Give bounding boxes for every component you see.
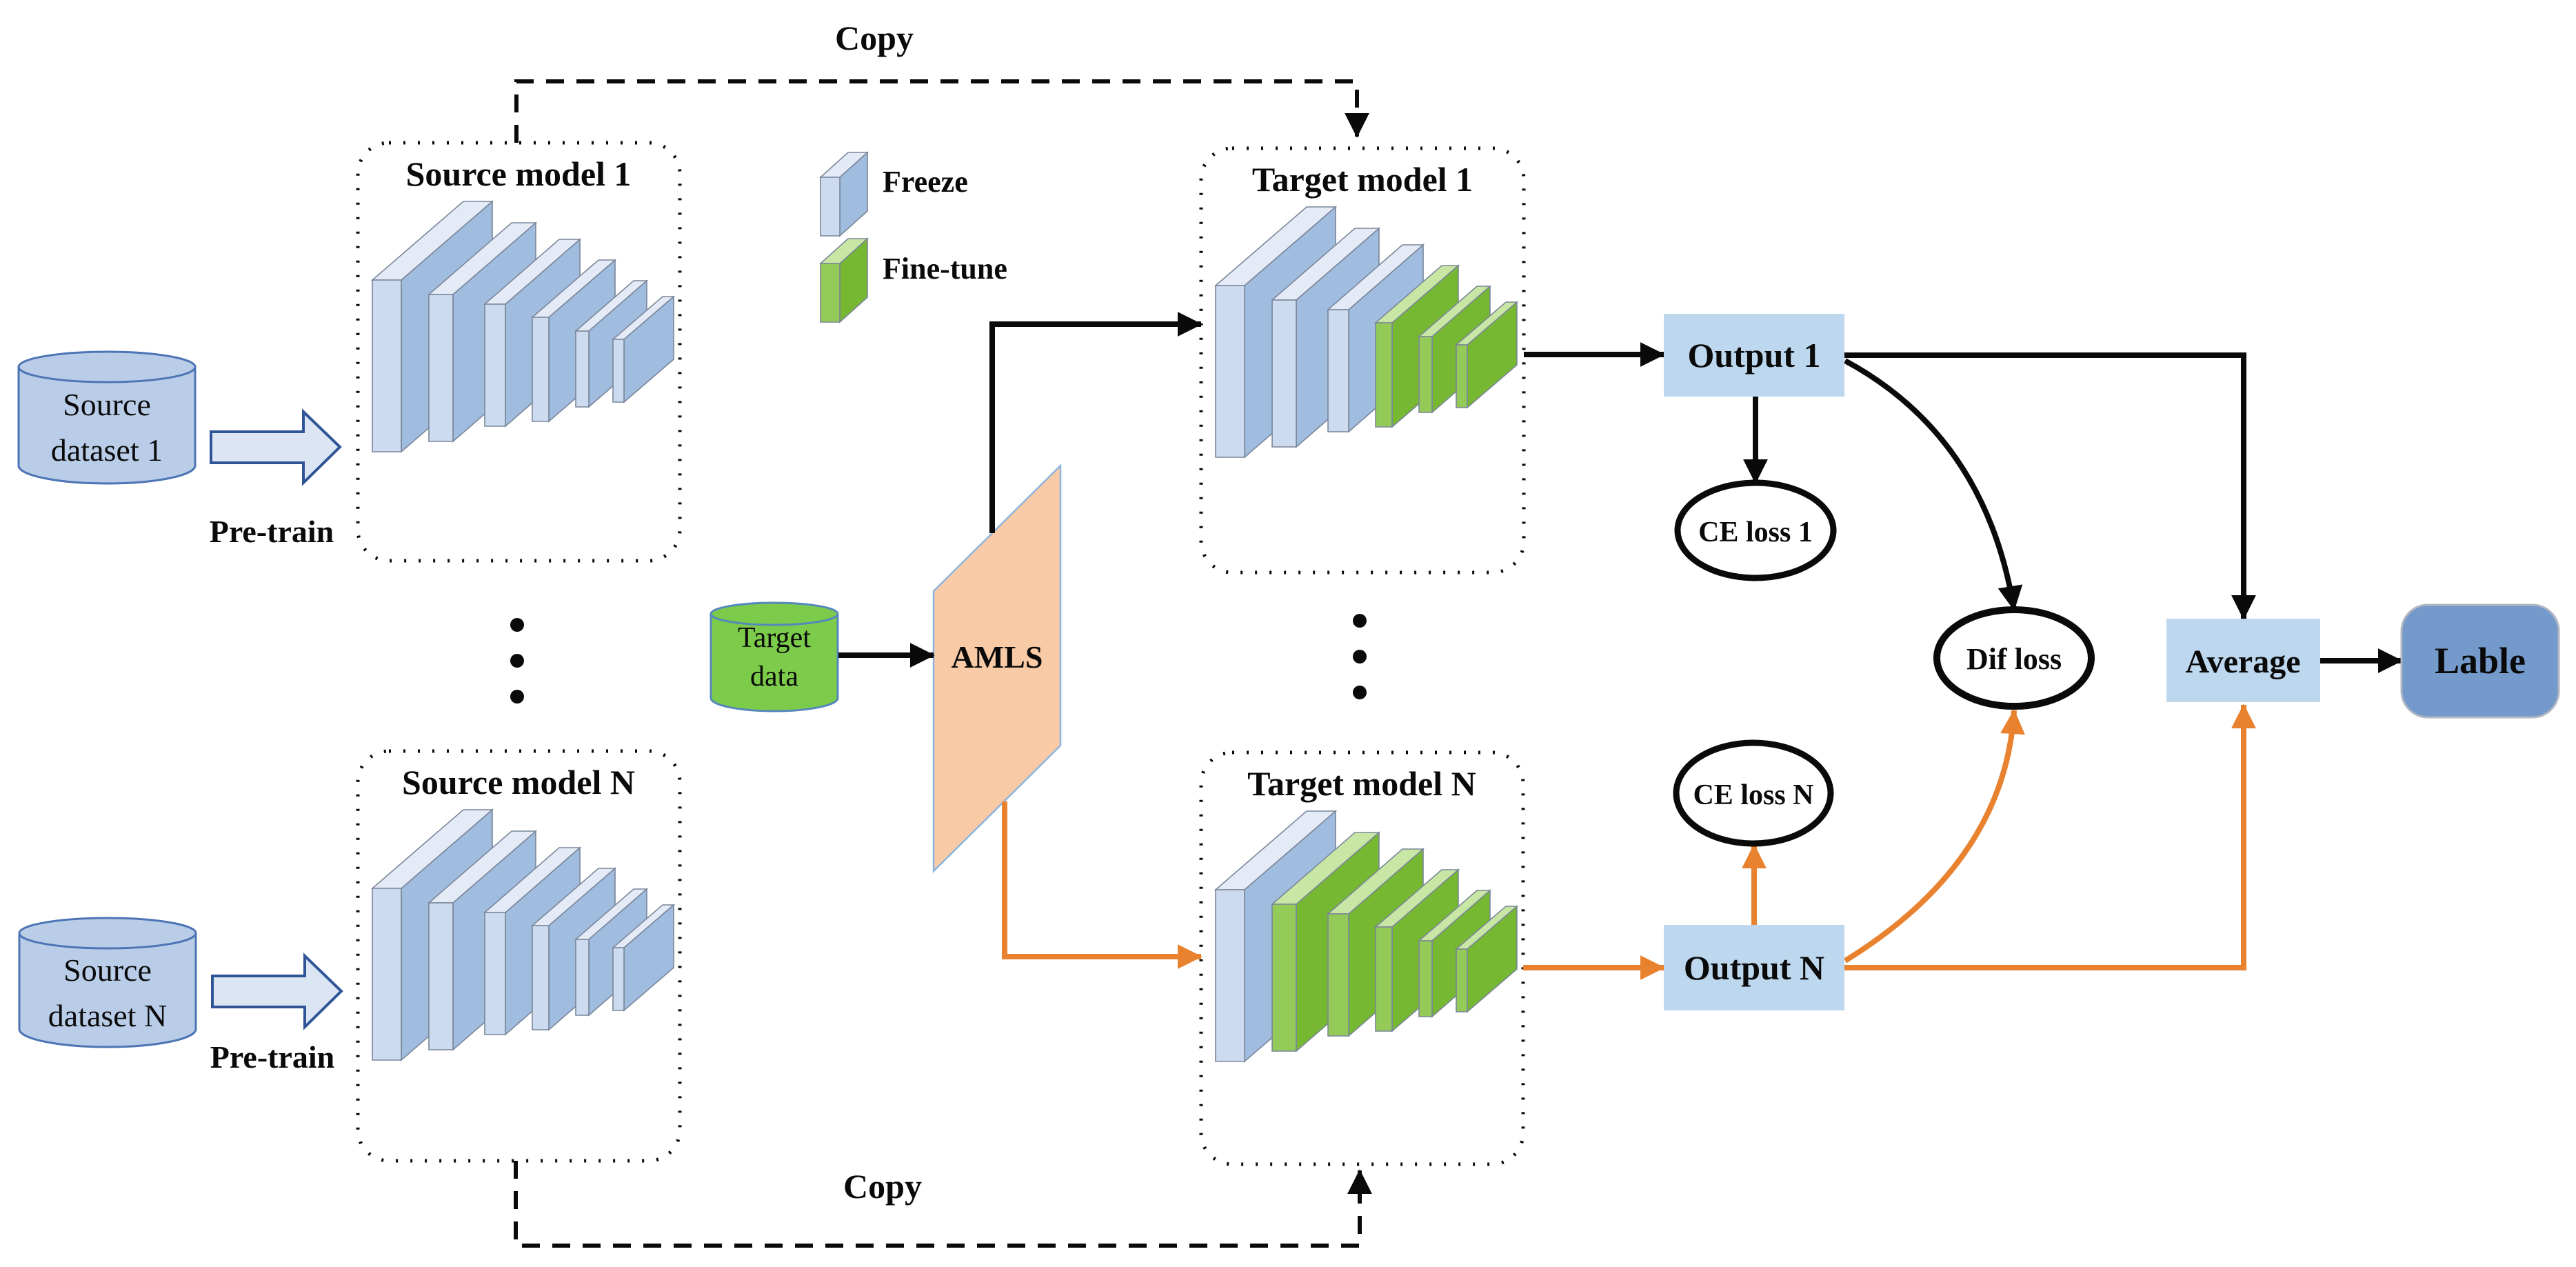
ce-loss-1-label: CE loss 1 (1698, 517, 1813, 548)
cylinder-body (18, 933, 197, 1048)
lable-node (2400, 603, 2560, 719)
copy-path-top (514, 79, 1369, 143)
dot (510, 654, 524, 668)
cylinder-top (710, 601, 839, 626)
dif-loss-node (1933, 606, 2095, 710)
arrow-output-1-to-average (1844, 352, 2256, 620)
ellipsis-dots-right (1353, 614, 1367, 699)
layer-slab-face (372, 279, 402, 452)
cylinder-body (17, 367, 197, 485)
pretrain-block-arrow-n (211, 952, 343, 1030)
copy-bottom-label: Copy (843, 1167, 922, 1206)
dif-loss-label: Dif loss (1966, 642, 2062, 676)
layer-slab-face (1375, 926, 1393, 1032)
pretrain-n-label: Pre-train (210, 1039, 335, 1075)
layer-slab-face (1271, 904, 1297, 1052)
output-n-node (1664, 925, 1844, 1010)
ce-loss-n-label: CE loss N (1693, 779, 1813, 811)
output-n-label: Output N (1684, 948, 1824, 987)
target-data-cylinder: Target data (710, 601, 839, 712)
layer-slab-face (428, 902, 454, 1050)
average-node (2166, 619, 2320, 702)
layer-slab-face (1375, 322, 1393, 428)
dot (1353, 650, 1367, 664)
amls-label: AMLS (952, 639, 1043, 675)
layer-slab-face (1327, 309, 1349, 432)
legend-freeze-label: Freeze (883, 165, 968, 199)
source-model-1-layers (370, 200, 676, 453)
layer-slab-face (1456, 948, 1468, 1012)
layer-slab-face (1456, 344, 1468, 408)
layer-slab-face (612, 947, 625, 1011)
curve-output-1-to-dif-loss (1844, 358, 2023, 611)
layer-slab-face (1327, 913, 1349, 1037)
cylinder-top (18, 917, 197, 950)
cylinder-top (17, 350, 197, 383)
dot (510, 618, 524, 632)
legend-finetune-label: Fine-tune (883, 252, 1007, 286)
target-model-n-title: Target model N (1247, 764, 1476, 803)
layer-slab-face (575, 939, 590, 1016)
average-label: Average (2185, 644, 2300, 680)
layer-slab-face (820, 177, 841, 237)
ce-loss-1-node (1674, 479, 1837, 581)
output-1-node (1664, 314, 1844, 397)
source-dataset-n-line1: Source (63, 952, 152, 988)
arrow-output-n-to-average (1844, 704, 2256, 970)
layer-slab-face (575, 330, 590, 408)
source-model-n-box: Source model N (356, 749, 682, 1163)
dot (1353, 614, 1367, 628)
target-model-n-box: Target model N (1199, 750, 1525, 1166)
source-dataset-1-line2: dataset 1 (51, 432, 163, 468)
dotted-border (1199, 146, 1526, 575)
layer-slab-face (532, 317, 550, 422)
pretrain-block-arrow-1 (210, 408, 342, 486)
arrow-amls-to-target-model-1 (989, 312, 1203, 533)
legend-freeze-slab (818, 151, 869, 237)
cylinder-body (710, 614, 839, 712)
source-dataset-n-line2: dataset N (48, 998, 167, 1033)
source-model-1-box: Source model 1 (356, 141, 682, 563)
source-model-n-title: Source model N (402, 763, 635, 801)
layer-slab-face (484, 303, 506, 427)
copy-path-bottom (514, 1161, 1372, 1248)
source-dataset-1-line1: Source (63, 387, 151, 422)
lable-label: Lable (2435, 640, 2526, 681)
ce-loss-n-node (1673, 739, 1834, 847)
layer-slab-face (428, 294, 454, 442)
dot (510, 690, 524, 704)
target-model-1-layers (1214, 206, 1519, 459)
copy-top-label: Copy (835, 19, 914, 57)
layer-slab-face (532, 925, 550, 1030)
ellipsis-dots-left (510, 618, 524, 704)
output-1-label: Output 1 (1687, 336, 1820, 375)
target-model-1-title: Target model 1 (1252, 160, 1473, 199)
layer-slab-face (1271, 299, 1297, 448)
arrow-amls-to-target-model-n (1002, 801, 1203, 969)
layer-slab-face (1418, 336, 1433, 413)
target-model-1-box: Target model 1 (1199, 146, 1526, 575)
layer-slab-face (372, 888, 402, 1061)
target-data-line1: Target (738, 622, 811, 654)
layer-slab-face (1215, 889, 1245, 1062)
dot (1353, 686, 1367, 699)
source-dataset-n-cylinder: Source dataset N (18, 917, 197, 1048)
layer-slab-face (484, 912, 506, 1035)
pretrain-1-label: Pre-train (210, 514, 334, 549)
layer-slab-face (1418, 940, 1433, 1017)
source-dataset-1-cylinder: Source dataset 1 (17, 350, 197, 485)
legend-finetune-slab (818, 237, 869, 323)
curve-output-n-to-dif-loss (1843, 709, 2025, 964)
source-model-1-title: Source model 1 (406, 154, 632, 193)
layer-slab-face (820, 263, 841, 323)
target-model-n-layers (1214, 810, 1519, 1063)
target-data-line2: data (750, 661, 798, 692)
amls-parallelogram (932, 463, 1062, 873)
legend: Freeze Fine-tune (818, 151, 1007, 323)
layer-slab-face (1215, 285, 1245, 458)
source-model-n-layers (370, 808, 676, 1061)
layer-slab-face (612, 339, 625, 403)
